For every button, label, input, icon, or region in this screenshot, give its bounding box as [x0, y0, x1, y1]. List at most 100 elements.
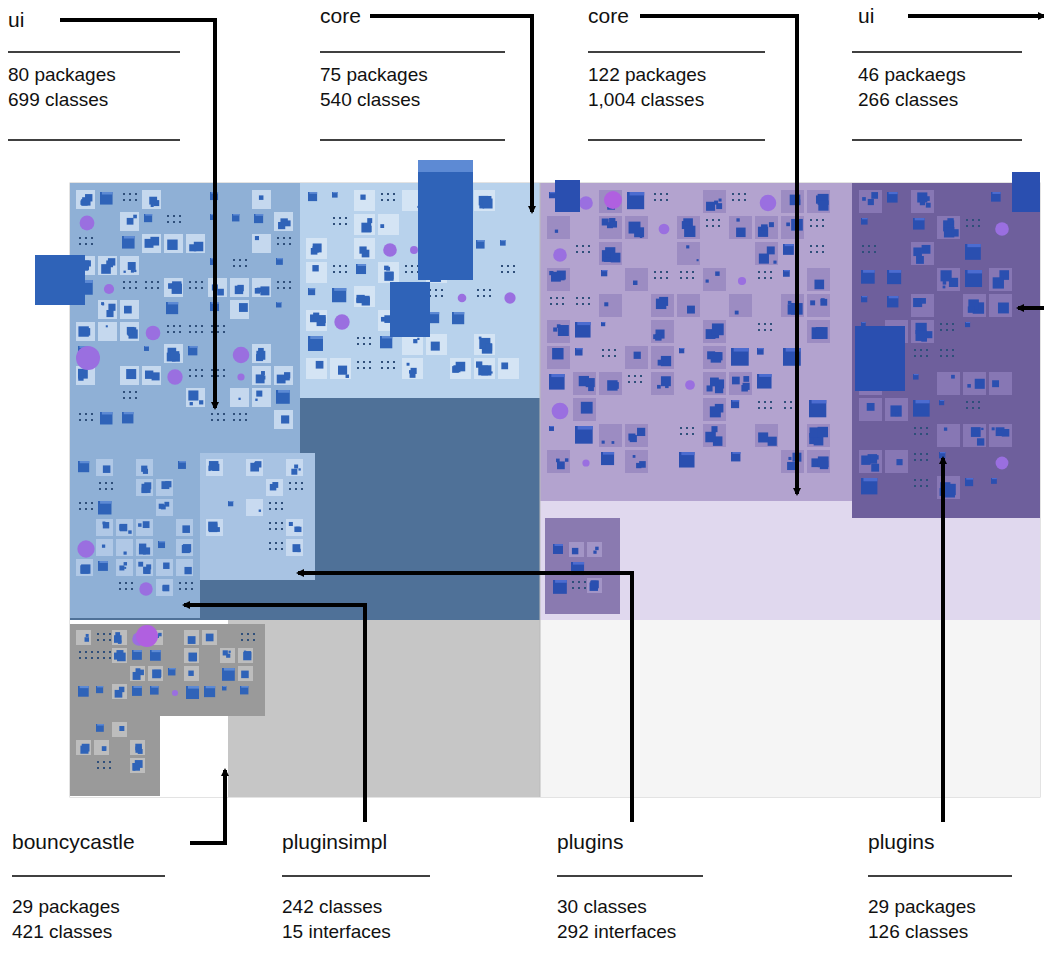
component-metric: 30 classes: [557, 896, 647, 918]
class-block: [758, 329, 760, 331]
class-block: [380, 336, 392, 348]
class-block: [992, 192, 1000, 194]
component-metric: 292 interfaces: [557, 921, 676, 943]
class-block: [703, 346, 726, 369]
class-block: [627, 192, 644, 209]
class-block: [655, 334, 661, 340]
class-block: [76, 630, 91, 645]
class-block: [119, 565, 124, 570]
class-block: [788, 301, 792, 305]
class-block: [810, 219, 812, 221]
class-block: [240, 686, 248, 694]
class-block: [179, 215, 181, 217]
class-block: [109, 761, 111, 763]
class-block: [387, 361, 389, 363]
class-block: [312, 265, 318, 271]
class-block: [634, 375, 636, 377]
class-block: [222, 668, 235, 681]
class-block: [556, 459, 560, 463]
class-block: [152, 669, 161, 678]
class-block: [78, 375, 83, 380]
class-block: [99, 482, 101, 484]
class-block: [634, 352, 641, 359]
class-block: [604, 302, 608, 306]
class-block: [133, 215, 137, 219]
class-block: [256, 391, 262, 397]
class-block: [357, 361, 359, 363]
class-block: [926, 349, 928, 351]
class-block: [186, 388, 205, 407]
class-block: [241, 639, 243, 641]
class-block: [784, 270, 790, 271]
class-block: [770, 329, 772, 331]
class-block: [152, 650, 161, 652]
class-block: [134, 270, 136, 272]
class-block: [122, 236, 135, 249]
class-block: [871, 464, 879, 472]
class-block: [972, 407, 974, 409]
class-block: [97, 724, 104, 726]
class-block: [703, 372, 726, 395]
class-block: [117, 653, 126, 662]
class-block: [293, 544, 301, 552]
class-block: [992, 380, 999, 387]
class-block: [920, 349, 922, 351]
class-block: [233, 419, 235, 421]
class-block: [822, 251, 824, 253]
class-block: [978, 225, 980, 227]
class-block: [896, 459, 902, 465]
class-block: [963, 294, 986, 317]
class-block: [968, 306, 974, 312]
class-block: [145, 239, 154, 248]
class-block: [150, 650, 161, 661]
class-block: [100, 192, 113, 205]
class-block: [369, 367, 371, 369]
class-block: [551, 374, 564, 377]
class-block: [679, 452, 695, 468]
class-block: [630, 192, 645, 195]
class-block: [222, 686, 226, 690]
class-block: [167, 331, 169, 333]
class-block: [736, 228, 746, 238]
class-block: [738, 199, 740, 201]
class-block: [123, 287, 125, 289]
class-block: [109, 633, 111, 635]
class-block: [124, 562, 127, 565]
class-block: [211, 331, 213, 333]
class-block: [920, 459, 922, 461]
class-block: [966, 401, 968, 403]
class-block: [599, 294, 622, 317]
class-block: [188, 390, 198, 400]
class-block: [229, 501, 233, 502]
interface-cylinder: [334, 314, 349, 329]
class-block: [108, 304, 115, 311]
class-block: [735, 311, 739, 315]
class-block: [85, 194, 92, 201]
class-block: [489, 295, 491, 297]
class-block: [441, 289, 443, 291]
class-block: [507, 265, 509, 267]
class-block: [744, 193, 746, 195]
class-block: [270, 484, 276, 490]
class-block: [85, 413, 87, 415]
class-block: [247, 633, 249, 635]
class-block: [381, 199, 383, 201]
class-block: [966, 225, 968, 227]
class-block: [916, 256, 924, 264]
class-block: [277, 237, 279, 239]
class-block: [591, 581, 599, 589]
class-block: [91, 508, 93, 510]
class-block: [135, 287, 137, 289]
class-block: [637, 428, 645, 436]
interface-cylinder: [553, 248, 567, 262]
class-block: [127, 327, 135, 335]
class-block: [859, 398, 882, 421]
class-block: [435, 289, 437, 291]
class-block: [476, 361, 482, 367]
class-block: [356, 264, 366, 274]
class-block: [889, 192, 898, 194]
class-block: [822, 219, 824, 221]
class-block: [164, 344, 183, 363]
class-block: [378, 262, 399, 283]
class-block: [387, 199, 389, 201]
